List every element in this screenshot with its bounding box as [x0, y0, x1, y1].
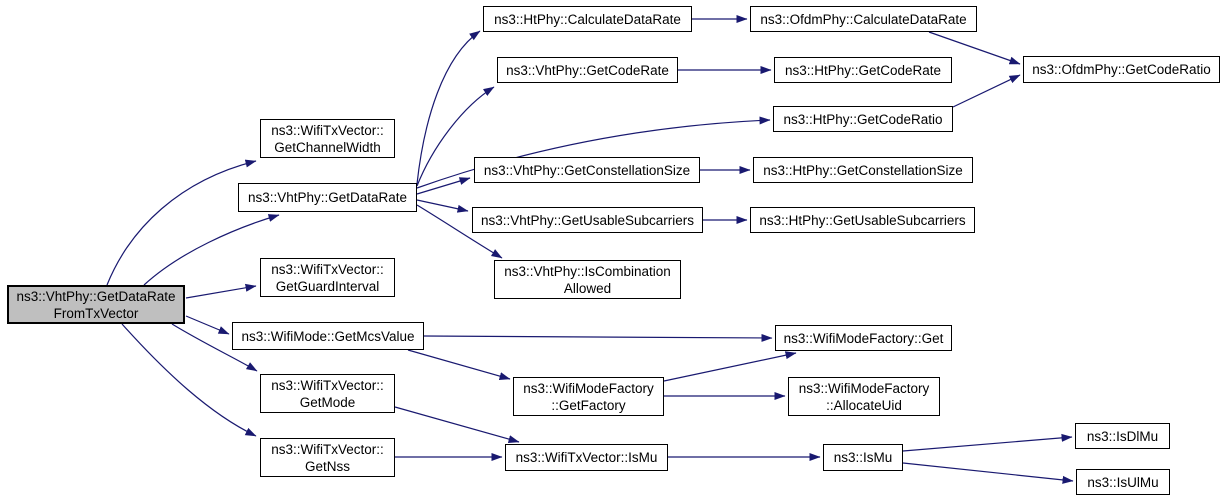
graph-node-label: ns3::HtPhy::CalculateDataRate — [494, 11, 681, 27]
edge-vhtphy-get-data-rate-from-tx-vector-to-wifitxvector-get-channel-width — [106, 159, 257, 286]
graph-node-htphy-get-constellation-size[interactable]: ns3::HtPhy::GetConstellationSize — [753, 157, 973, 183]
graph-node-label: ns3::IsDlMu — [1086, 428, 1159, 444]
edge-vhtphy-get-data-rate-from-tx-vector-to-wifitxvector-get-nss — [121, 323, 257, 437]
edge-wifimode-get-mcs-value-to-wifimodefactory-get — [423, 333, 773, 342]
graph-node-label: ns3::OfdmPhy::GetCodeRatio — [1032, 62, 1211, 77]
edge-vhtphy-get-data-rate-to-vhtphy-get-constellation-size — [416, 177, 471, 195]
graph-node-label: ns3::VhtPhy::GetUsableSubcarriers — [480, 212, 695, 228]
graph-node-label: ::AllocateUid — [826, 397, 902, 413]
edge-vhtphy-get-data-rate-from-tx-vector-to-wifitxvector-get-guard-interval — [185, 283, 257, 299]
graph-node-vhtphy-get-data-rate[interactable]: ns3::VhtPhy::GetDataRate — [238, 183, 417, 212]
graph-node-label: ::GetFactory — [551, 397, 626, 413]
graph-node-label: ns3::WifiTxVector:: — [271, 122, 384, 138]
graph-node-label: ns3::IsMu — [833, 450, 893, 465]
graph-node-vhtphy-get-constellation-size[interactable]: ns3::VhtPhy::GetConstellationSize — [474, 157, 700, 183]
graph-node-label: ns3::WifiModeFactory::Get — [783, 330, 944, 346]
graph-node-ofdmphy-calculate-data-rate[interactable]: ns3::OfdmPhy::CalculateDataRate — [750, 6, 977, 32]
graph-node-label: GetGuardInterval — [275, 278, 380, 294]
edge-vhtphy-get-data-rate-from-tx-vector-to-wifimode-get-mcs-value — [185, 315, 230, 335]
graph-node-wifitxvector-get-mode[interactable]: ns3::WifiTxVector::GetMode — [260, 374, 395, 413]
graph-node-htphy-get-code-rate[interactable]: ns3::HtPhy::GetCodeRate — [774, 57, 952, 83]
graph-node-label: ns3::WifiModeFactory — [798, 380, 930, 396]
edge-vhtphy-get-data-rate-to-vhtphy-get-code-rate — [416, 86, 495, 187]
edge-wifitxvector-get-mode-to-wifitxvector-is-mu — [394, 406, 520, 443]
edge-wifimode-get-mcs-value-to-wifimodefactory-get-factory — [407, 349, 511, 380]
edge-is-mu-to-is-dl-mu — [902, 433, 1073, 452]
graph-node-vhtphy-get-usable-subcarriers[interactable]: ns3::VhtPhy::GetUsableSubcarriers — [472, 207, 703, 233]
graph-node-is-mu[interactable]: ns3::IsMu — [823, 444, 903, 471]
graph-node-label: ns3::WifiModeFactory — [523, 380, 654, 396]
graph-node-label: GetChannelWidth — [274, 139, 381, 155]
graph-node-ofdmphy-get-code-ratio[interactable]: ns3::OfdmPhy::GetCodeRatio — [1023, 56, 1220, 83]
edge-is-mu-to-is-ul-mu — [902, 462, 1074, 484]
graph-node-wifimodefactory-get[interactable]: ns3::WifiModeFactory::Get — [775, 325, 952, 351]
edge-vhtphy-get-data-rate-to-htphy-get-code-ratio — [416, 116, 771, 189]
graph-node-wifimodefactory-get-factory[interactable]: ns3::WifiModeFactory::GetFactory — [513, 377, 664, 416]
graph-node-label: ns3::VhtPhy::GetCodeRate — [506, 62, 669, 78]
graph-node-wifitxvector-is-mu[interactable]: ns3::WifiTxVector::IsMu — [505, 444, 668, 471]
graph-node-label: ns3::VhtPhy::IsCombination — [504, 263, 671, 279]
graph-node-label: GetMode — [299, 394, 356, 410]
graph-node-htphy-calculate-data-rate[interactable]: ns3::HtPhy::CalculateDataRate — [483, 6, 692, 32]
graph-node-label: ns3::VhtPhy::GetDataRate — [16, 288, 176, 304]
edge-vhtphy-get-data-rate-from-tx-vector-to-wifitxvector-get-mode — [171, 323, 258, 372]
graph-node-wifitxvector-get-nss[interactable]: ns3::WifiTxVector::GetNss — [260, 438, 395, 477]
graph-node-label: ns3::OfdmPhy::CalculateDataRate — [760, 11, 967, 27]
graph-node-label: ns3::VhtPhy::GetConstellationSize — [483, 162, 691, 178]
edge-wifimodefactory-get-factory-to-wifimodefactory-get — [663, 351, 797, 382]
graph-node-label: GetNss — [304, 458, 350, 474]
graph-node-htphy-get-code-ratio[interactable]: ns3::HtPhy::GetCodeRatio — [773, 106, 953, 132]
graph-node-wifitxvector-get-channel-width[interactable]: ns3::WifiTxVector::GetChannelWidth — [260, 119, 395, 158]
edge-htphy-get-code-ratio-to-ofdmphy-get-code-ratio — [952, 74, 1021, 108]
edge-ofdmphy-calculate-data-rate-to-ofdmphy-get-code-ratio — [928, 31, 1021, 65]
graph-node-is-ul-mu[interactable]: ns3::IsUlMu — [1076, 469, 1170, 495]
graph-node-label: ns3::HtPhy::GetConstellationSize — [763, 162, 963, 178]
graph-node-wifimodefactory-allocate-uid[interactable]: ns3::WifiModeFactory::AllocateUid — [788, 377, 940, 416]
graph-node-htphy-get-usable-subcarriers[interactable]: ns3::HtPhy::GetUsableSubcarriers — [750, 207, 975, 233]
graph-node-wifimode-get-mcs-value[interactable]: ns3::WifiMode::GetMcsValue — [232, 322, 424, 350]
graph-node-label: Allowed — [563, 280, 612, 296]
graph-node-label: ns3::HtPhy::GetCodeRate — [784, 62, 942, 78]
graph-node-label: ns3::WifiTxVector::IsMu — [515, 450, 658, 465]
edge-vhtphy-get-data-rate-to-vhtphy-is-combination-allowed — [416, 204, 503, 259]
graph-node-label: ns3::HtPhy::GetCodeRatio — [783, 111, 943, 127]
edge-vhtphy-get-data-rate-from-tx-vector-to-vhtphy-get-data-rate — [143, 214, 280, 286]
graph-node-label: FromTxVector — [53, 305, 139, 321]
graph-node-is-dl-mu[interactable]: ns3::IsDlMu — [1075, 423, 1170, 449]
graph-node-vhtphy-get-code-rate[interactable]: ns3::VhtPhy::GetCodeRate — [497, 57, 678, 83]
graph-node-label: ns3::HtPhy::GetUsableSubcarriers — [759, 212, 966, 228]
graph-node-label: ns3::IsUlMu — [1087, 474, 1159, 490]
graph-node-label: ns3::VhtPhy::GetDataRate — [247, 190, 408, 205]
graph-node-label: ns3::WifiTxVector:: — [271, 377, 384, 393]
graph-node-label: ns3::WifiTxVector:: — [271, 441, 384, 457]
graph-node-label: ns3::WifiTxVector:: — [271, 261, 384, 277]
graph-node-wifitxvector-get-guard-interval[interactable]: ns3::WifiTxVector::GetGuardInterval — [260, 258, 395, 297]
graph-node-label: ns3::WifiMode::GetMcsValue — [241, 328, 415, 344]
edge-vhtphy-get-data-rate-to-htphy-calculate-data-rate — [416, 30, 481, 185]
edge-vhtphy-get-data-rate-to-vhtphy-get-usable-subcarriers — [416, 199, 469, 213]
